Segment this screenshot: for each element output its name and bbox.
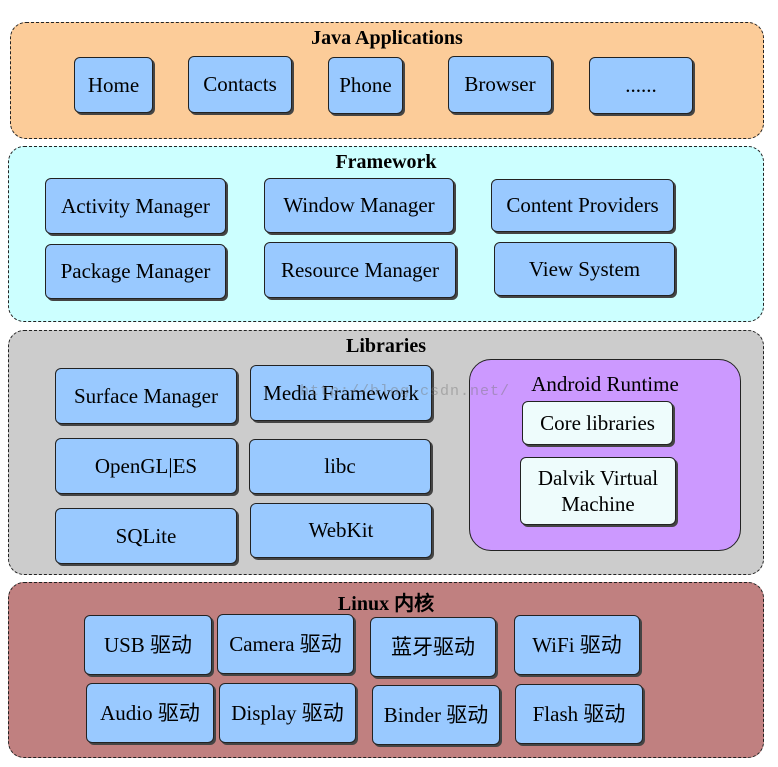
- libc: libc: [249, 439, 431, 494]
- usb-driver: USB 驱动: [84, 615, 212, 675]
- bluetooth-driver: 蓝牙驱动: [370, 617, 496, 677]
- view-system: View System: [494, 242, 675, 296]
- package-manager: Package Manager: [45, 244, 226, 299]
- app-contacts: Contacts: [188, 56, 292, 113]
- resource-manager: Resource Manager: [264, 242, 456, 298]
- audio-driver: Audio 驱动: [86, 683, 214, 743]
- app-more: ......: [589, 57, 693, 114]
- flash-driver: Flash 驱动: [515, 684, 643, 744]
- app-browser: Browser: [448, 56, 552, 113]
- core-libraries: Core libraries: [522, 401, 673, 445]
- dalvik-virtual-machine: Dalvik Virtual Machine: [520, 457, 676, 525]
- surface-manager: Surface Manager: [55, 368, 237, 424]
- content-providers: Content Providers: [491, 179, 674, 232]
- sqlite: SQLite: [55, 508, 237, 564]
- camera-driver: Camera 驱动: [217, 614, 354, 674]
- display-driver: Display 驱动: [219, 683, 356, 743]
- framework-layer-title: Framework: [335, 151, 437, 173]
- libraries-layer-title: Libraries: [346, 335, 426, 357]
- binder-driver: Binder 驱动: [372, 685, 500, 745]
- android-runtime-title: Android Runtime: [531, 372, 679, 396]
- webkit: WebKit: [250, 503, 432, 558]
- media-framework: Media Framework: [250, 365, 432, 421]
- applications-layer-title: Java Applications: [311, 27, 463, 49]
- watermark: http://blog.csdn.net/: [300, 383, 511, 400]
- opengl-es: OpenGL|ES: [55, 438, 237, 494]
- app-phone: Phone: [328, 57, 403, 114]
- activity-manager: Activity Manager: [45, 178, 226, 234]
- app-home: Home: [74, 57, 153, 113]
- wifi-driver: WiFi 驱动: [514, 615, 640, 675]
- window-manager: Window Manager: [264, 178, 454, 233]
- kernel-layer-title: Linux 内核: [337, 593, 435, 615]
